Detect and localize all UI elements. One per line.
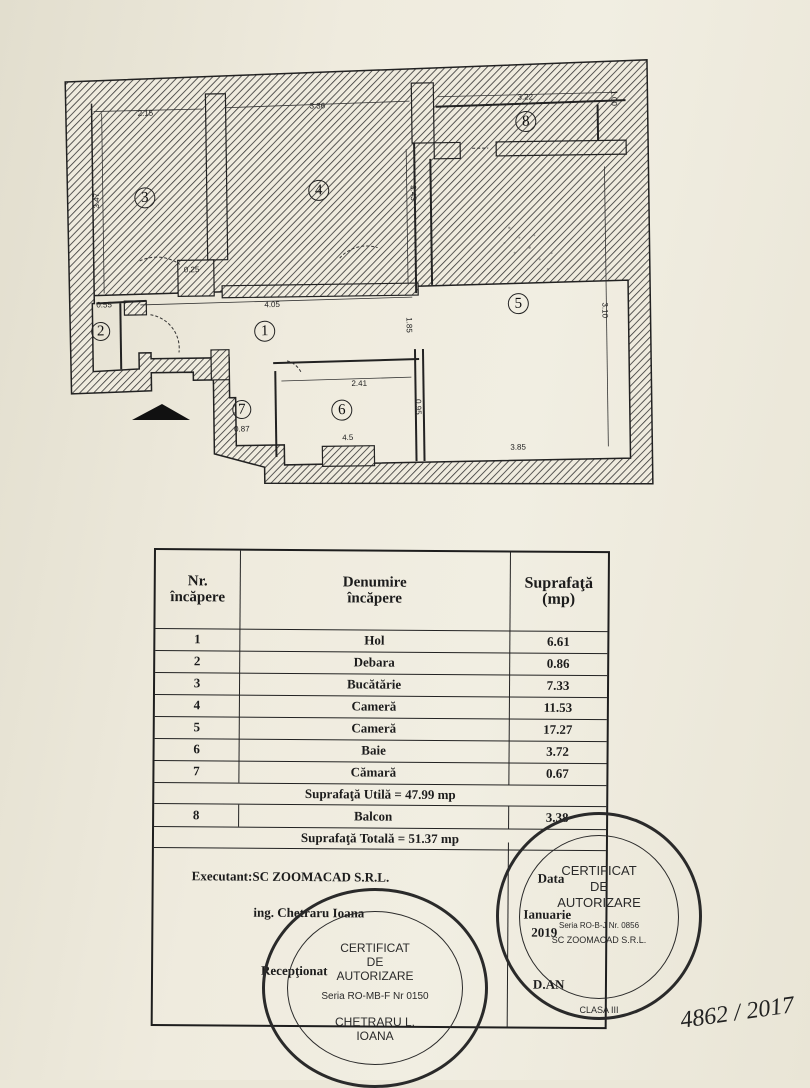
stamp-right-class: CLASA III xyxy=(579,1005,619,1015)
room-number-4: 4 xyxy=(315,182,323,198)
dim-kitchen-door: 0.25 xyxy=(184,265,200,274)
floor-plan: 2.15 3.36 3.22 3.47 3.43 1.00 4.05 2.41 … xyxy=(64,59,654,485)
stamp-right-series: Seria RO-B-J Nr. 0856 xyxy=(558,921,640,930)
header-area: Suprafaţă(mp) xyxy=(524,574,594,608)
dim-hall-width: 4.05 xyxy=(264,300,280,309)
dim-room4-width: 3.36 xyxy=(310,101,326,110)
useful-area-total: Suprafaţă Utilă = 47.99 mp xyxy=(154,782,607,808)
wall-balcony-door xyxy=(433,141,461,160)
wall-room4-right xyxy=(410,82,435,144)
stamp-right-name: SC ZOOMACAD S.R.L. xyxy=(551,935,647,945)
dim-bath-width: 2.41 xyxy=(351,379,367,388)
dim-room5-height: 3.10 xyxy=(600,302,609,318)
wall-kitchen-right xyxy=(204,93,229,261)
dim-balcony-width: 3.22 xyxy=(517,92,533,101)
stain-speckles xyxy=(503,226,553,271)
wall-pantry-top xyxy=(210,349,230,381)
room-number-1: 1 xyxy=(261,323,269,339)
room-number-5: 5 xyxy=(514,296,522,312)
dim-pantry-width: 0.87 xyxy=(234,424,250,433)
dim-balcony-height: 1.00 xyxy=(609,90,618,106)
room-number-2: 2 xyxy=(97,323,105,339)
dim-bath-window: 4.5 xyxy=(342,433,354,442)
executor-line: Executant:SC ZOOMACAD S.R.L. xyxy=(191,868,390,885)
room-number-7: 7 xyxy=(238,401,246,417)
dim-room5-window: 3.85 xyxy=(510,443,526,452)
authorization-stamp-right: CERTIFICAT DE AUTORIZARE Seria RO-B-J Nr… xyxy=(496,812,702,1020)
wall-room5-top xyxy=(495,139,627,157)
entrance-arrow-icon xyxy=(132,404,190,420)
exterior-wall xyxy=(64,59,654,485)
wall-kitchen-bottom xyxy=(177,259,215,298)
stamp-left-series: Seria RO-MB-F Nr 0150 xyxy=(321,991,429,1002)
wall-bath-bottom xyxy=(321,445,376,468)
room-number-6: 6 xyxy=(338,402,346,418)
wall-room4-bottom xyxy=(221,282,419,299)
dim-kitchen-width: 2.15 xyxy=(138,109,154,118)
wall-storage-right xyxy=(123,300,148,316)
dim-kitchen-height: 3.47 xyxy=(92,192,101,208)
dim-hall-height: 1.85 xyxy=(405,317,414,333)
authorization-stamp-left: CERTIFICAT DE AUTORIZARE Seria RO-MB-F N… xyxy=(262,888,488,1088)
dim-storage-width: 0.55 xyxy=(96,300,112,309)
room-number-3: 3 xyxy=(141,190,149,206)
dim-bath-height: 0.95 xyxy=(414,399,423,415)
dim-room4-height: 3.43 xyxy=(409,185,418,201)
room-number-8: 8 xyxy=(522,113,530,129)
header-room-number: Nr.încăpere xyxy=(155,550,241,629)
